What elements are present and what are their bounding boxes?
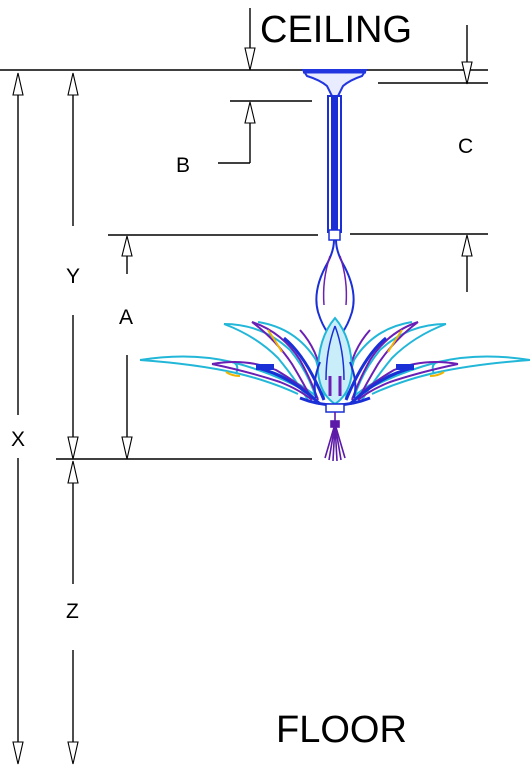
dimension-x [12, 72, 24, 765]
dimension-a [108, 234, 318, 460]
label-y: Y [66, 265, 80, 288]
label-z: Z [66, 600, 79, 623]
dimension-b [218, 100, 312, 164]
tassel [324, 412, 346, 462]
chandelier-fixture [139, 69, 531, 462]
label-x: X [11, 428, 25, 451]
ceiling-label: CEILING [260, 9, 412, 51]
suspension-loops [315, 239, 355, 334]
amber-accents [225, 329, 445, 377]
dimension-c [350, 82, 488, 292]
ceiling-arrow-left-icon [244, 8, 256, 71]
ceiling-arrow-right-icon [461, 25, 473, 85]
canopy [301, 69, 368, 97]
label-b: B [176, 154, 190, 177]
label-a: A [119, 306, 133, 329]
suspension-rod [327, 95, 342, 241]
dimension-z [67, 460, 79, 765]
floor-label: FLOOR [276, 709, 407, 751]
dimension-y [67, 72, 79, 460]
label-c: C [458, 135, 473, 158]
